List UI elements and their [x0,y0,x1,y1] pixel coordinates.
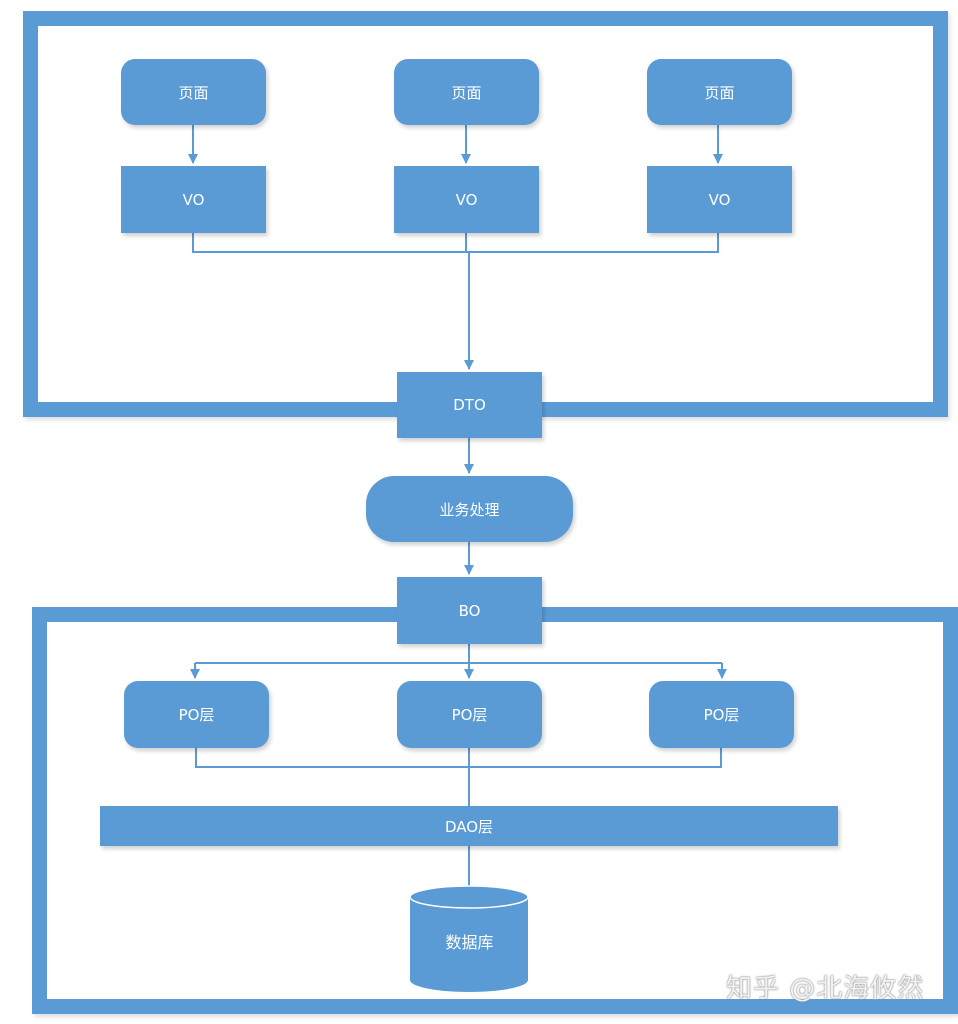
vo-node: VO [647,166,792,233]
presentation-layer-frame [23,11,948,417]
vo-node: VO [394,166,539,233]
po-layer-node: PO层 [124,681,269,748]
watermark: 知乎 @北海攸然 [726,974,925,1004]
database-label: 数据库 [445,933,494,952]
po-layer-node: PO层 [397,681,542,748]
dto-node: DTO [397,372,542,438]
database-cylinder-icon [409,885,529,992]
po-layer-node: PO层 [649,681,794,748]
business-processing-node: 业务处理 [366,476,573,542]
bo-node: BO [397,577,542,644]
database-node: 数据库 [407,884,532,996]
page-node: 页面 [121,59,266,125]
page-node: 页面 [647,59,792,125]
dao-layer-node: DAO层 [100,806,838,846]
persistence-layer-frame [32,607,958,1014]
page-node: 页面 [394,59,539,125]
vo-node: VO [121,166,266,233]
